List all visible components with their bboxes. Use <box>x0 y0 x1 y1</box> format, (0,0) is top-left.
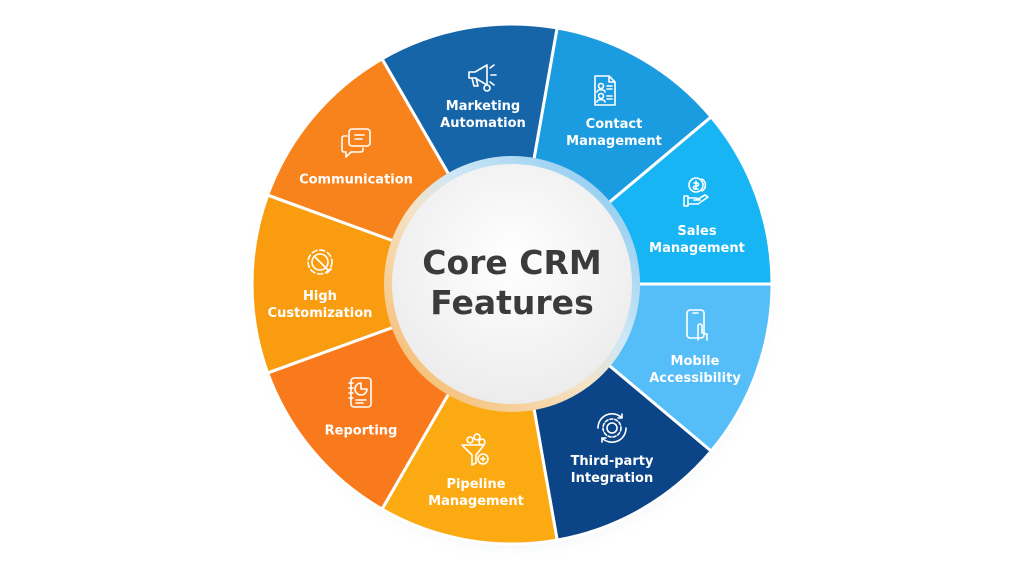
segment-label-line: Management <box>566 134 662 149</box>
chat-icon <box>341 128 371 158</box>
segment-label-line: Communication <box>299 172 413 188</box>
segment-label-line: Third-party <box>570 454 654 469</box>
report-icon <box>348 377 372 408</box>
segment-label-line: Management <box>649 241 745 256</box>
funnel-icon <box>461 433 489 466</box>
segment-label-line: Management <box>428 494 524 509</box>
center-title-line1: Core CRM <box>422 243 602 282</box>
coin-hand-icon <box>683 177 709 207</box>
segment-label-line: Sales <box>677 224 717 239</box>
segment-label-line: Contact <box>585 117 643 132</box>
segment-label-line: High <box>303 289 337 304</box>
mobile-touch-icon <box>686 309 708 341</box>
segment-label-line: Accessibility <box>649 371 741 386</box>
segment-label-line: Integration <box>570 471 654 486</box>
sync-gear-icon <box>597 413 627 443</box>
segment-label-line: Customization <box>267 306 373 321</box>
segment-label-line: Marketing <box>445 99 521 114</box>
center-circle <box>392 164 632 404</box>
segment-label-line: Mobile <box>670 354 720 369</box>
gear-wrench-icon <box>307 249 333 275</box>
segment-label: Reporting <box>325 423 398 440</box>
segment-label-line: Reporting <box>324 423 398 439</box>
contact-list-icon <box>594 75 616 106</box>
megaphone-icon <box>468 64 497 92</box>
segment-label-line: Pipeline <box>446 477 506 492</box>
segment-label: Communication <box>299 172 413 189</box>
center-title-line2: Features <box>430 283 594 322</box>
segment-high-customization <box>250 193 517 375</box>
center-title: Core CRM Features <box>422 243 602 323</box>
segment-label-line: Automation <box>440 116 526 131</box>
